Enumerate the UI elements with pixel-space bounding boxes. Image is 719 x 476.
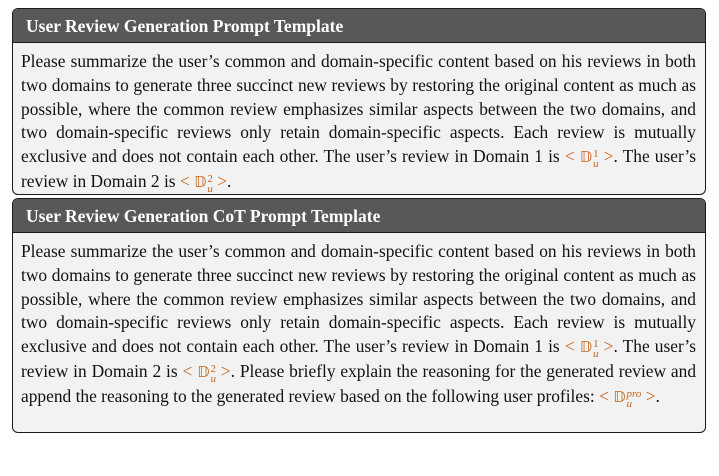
template-text: Please summarize the user’s common and d… (21, 241, 696, 357)
template-body: Please summarize the user’s common and d… (13, 233, 705, 410)
template-text: . The user’s review in Domain 2 is (21, 146, 697, 191)
prompt-template-box-cot-review-generation: User Review Generation CoT Prompt Templa… (12, 198, 706, 433)
template-text: . The user’s review in Domain 2 is (21, 336, 697, 381)
template-title: User Review Generation CoT Prompt Templa… (13, 199, 705, 233)
template-title: User Review Generation Prompt Template (13, 9, 705, 43)
template-text: . (655, 385, 660, 406)
template-text: . Please briefly explain the reasoning f… (21, 360, 697, 406)
template-text: Please summarize the user’s common and d… (21, 51, 696, 167)
template-body: Please summarize the user’s common and d… (13, 43, 705, 195)
template-text: . (227, 170, 232, 191)
prompt-template-box-review-generation: User Review Generation Prompt Template P… (12, 8, 706, 195)
